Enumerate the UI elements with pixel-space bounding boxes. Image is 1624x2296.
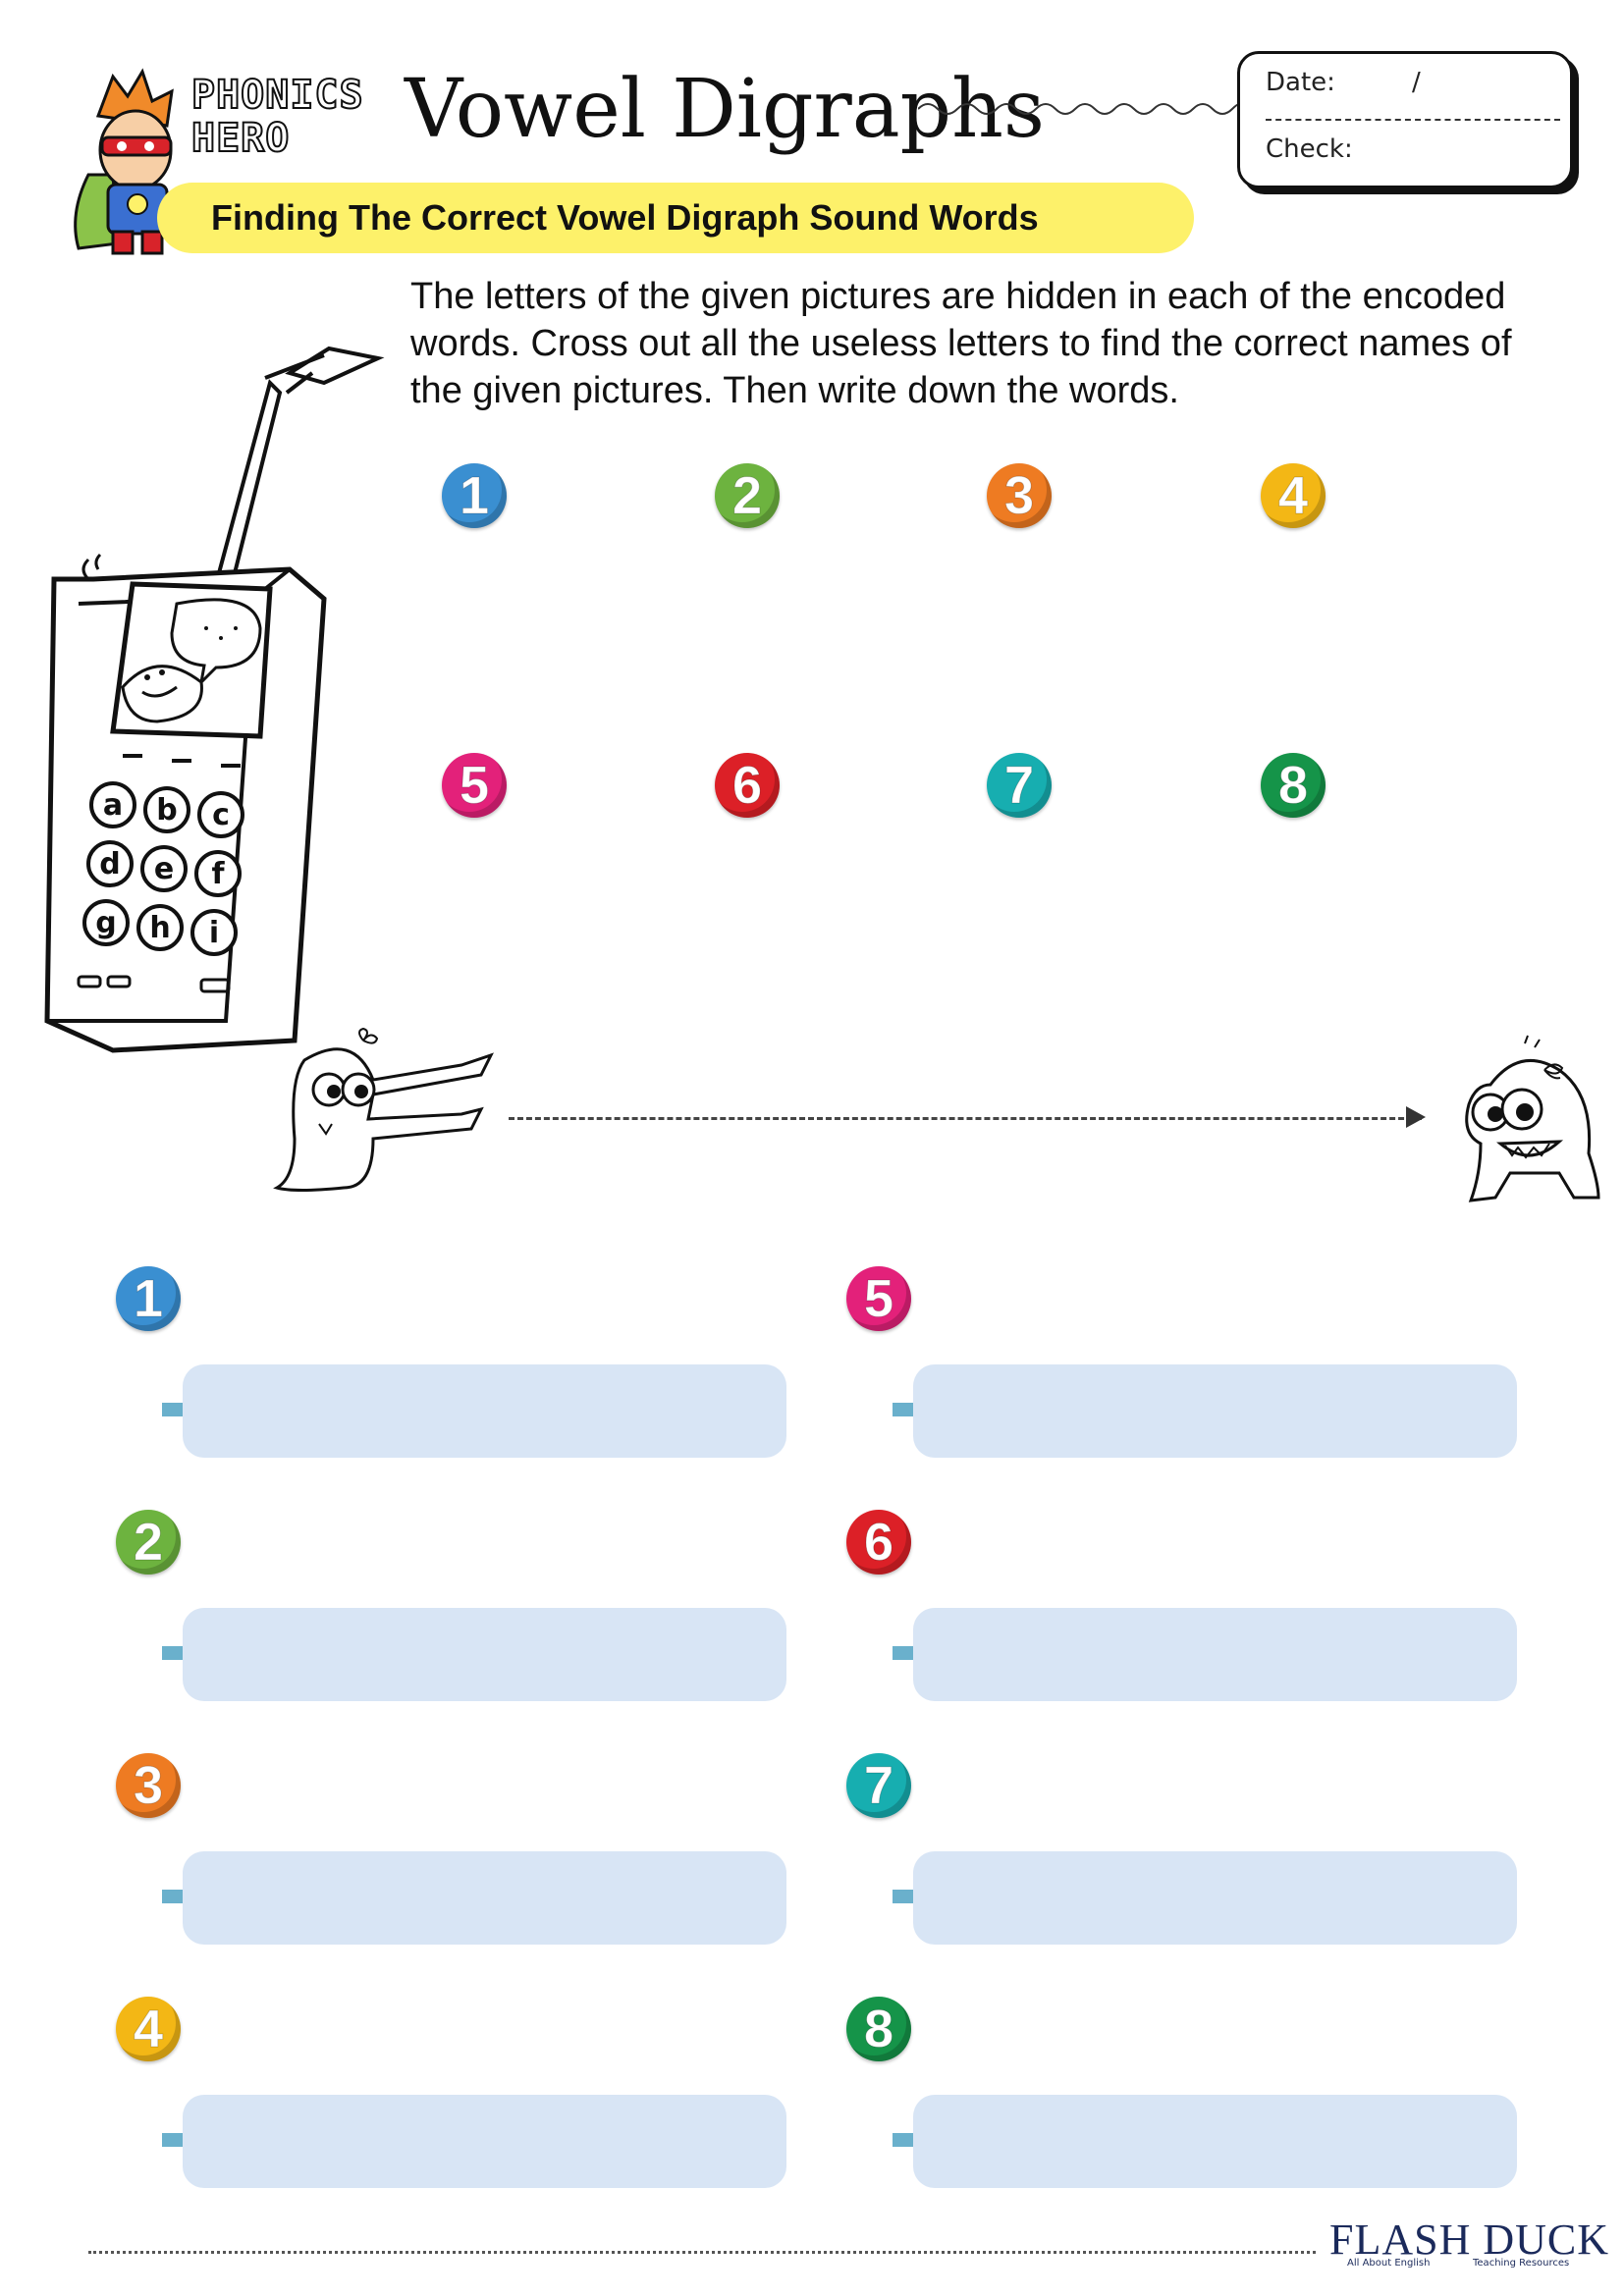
- dashed-arrow-line: [509, 1117, 1422, 1120]
- picture-number-7: 7: [987, 753, 1052, 818]
- answer-box-6[interactable]: [913, 1608, 1517, 1701]
- phonics-hero-logo-text: PHONICS HERO: [190, 73, 364, 161]
- phone-key: d: [99, 847, 120, 881]
- monster-right-illustration: [1465, 1035, 1600, 1202]
- answer-box-2[interactable]: [183, 1608, 786, 1701]
- footer-dotted-line: [88, 2251, 1316, 2254]
- picture-number-5: 5: [442, 753, 507, 818]
- answer-number-1: 1: [116, 1266, 181, 1331]
- answer-box-7[interactable]: [913, 1851, 1517, 1945]
- mobile-phone-illustration: a b c d e f g h i: [44, 346, 385, 1053]
- answer-number-3: 3: [116, 1753, 181, 1818]
- answer-box-1[interactable]: [183, 1364, 786, 1458]
- phone-key: f: [211, 857, 225, 891]
- arrow-head-icon: [1406, 1106, 1426, 1128]
- check-label: Check:: [1266, 134, 1353, 164]
- phonics-hero-mascot-illustration: [74, 68, 174, 255]
- phone-key: h: [149, 911, 170, 945]
- answer-number-7: 7: [846, 1753, 911, 1818]
- subtitle-text: Finding The Correct Vowel Digraph Sound …: [211, 197, 1039, 238]
- answer-number-5: 5: [846, 1266, 911, 1331]
- answer-number-6: 6: [846, 1510, 911, 1575]
- date-divider: [1266, 119, 1560, 121]
- picture-number-2: 2: [715, 463, 780, 528]
- phone-key: e: [154, 852, 174, 886]
- answer-box-3[interactable]: [183, 1851, 786, 1945]
- answer-number-2: 2: [116, 1510, 181, 1575]
- phone-key: i: [209, 916, 219, 950]
- phone-key: c: [212, 798, 230, 832]
- phone-key: g: [95, 906, 116, 940]
- picture-number-8: 8: [1261, 753, 1326, 818]
- picture-number-6: 6: [715, 753, 780, 818]
- monster-left-illustration: [273, 1027, 494, 1192]
- brand-tagline-right: Teaching Resources: [1473, 2258, 1570, 2269]
- subtitle-banner: Finding The Correct Vowel Digraph Sound …: [157, 183, 1194, 253]
- answer-box-4[interactable]: [183, 2095, 786, 2188]
- answer-box-5[interactable]: [913, 1364, 1517, 1458]
- picture-number-1: 1: [442, 463, 507, 528]
- picture-number-3: 3: [987, 463, 1052, 528]
- picture-number-4: 4: [1261, 463, 1326, 528]
- answer-number-8: 8: [846, 1997, 911, 2061]
- answer-number-4: 4: [116, 1997, 181, 2061]
- flash-duck-logo: FLASH DUCK All About English Teaching Re…: [1326, 2213, 1608, 2271]
- brand-name: FLASH DUCK: [1329, 2216, 1610, 2264]
- phone-key: b: [156, 793, 177, 828]
- date-label: Date:: [1266, 68, 1335, 97]
- instructions-text: The letters of the given pictures are hi…: [410, 276, 1512, 411]
- answer-box-8[interactable]: [913, 2095, 1517, 2188]
- brand-tagline-left: All About English: [1347, 2258, 1431, 2269]
- wavy-line-decoration: [918, 103, 1242, 115]
- phone-key: a: [103, 788, 123, 823]
- date-separator: /: [1412, 68, 1421, 97]
- date-check-box: Date: / Check:: [1237, 51, 1573, 188]
